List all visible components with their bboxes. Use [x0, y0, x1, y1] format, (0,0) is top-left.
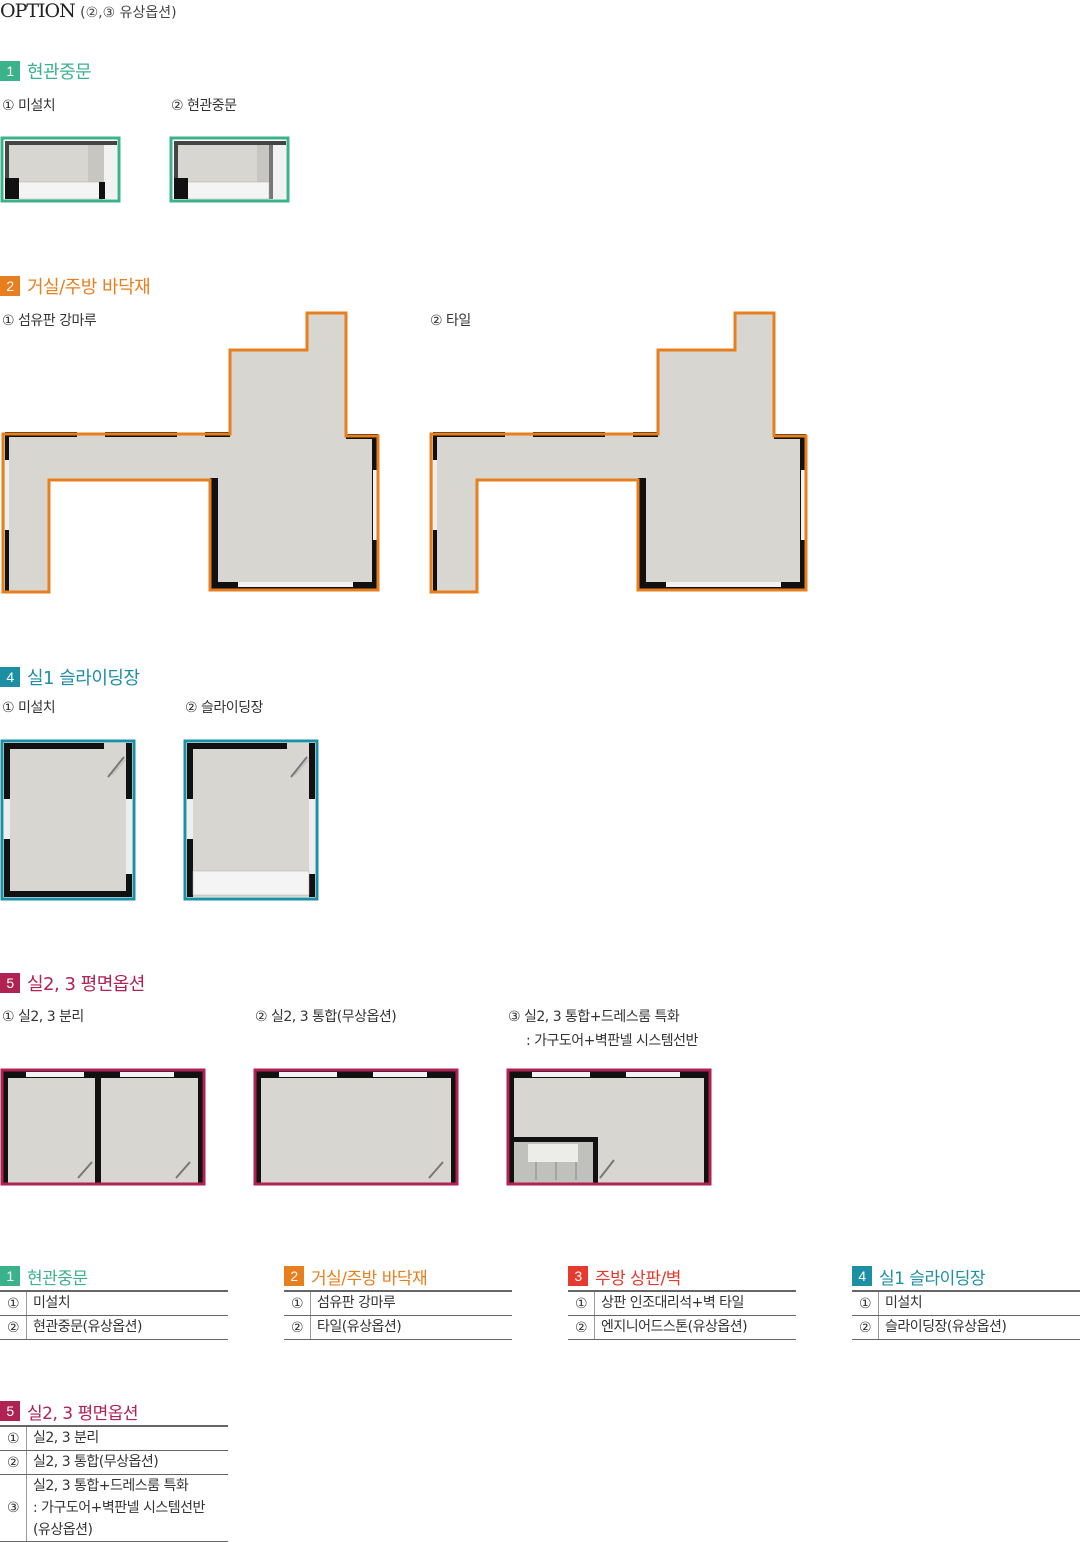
s2-option-1-caption: ① 섬유판 강마루	[2, 313, 97, 329]
option-title: OPTION	[0, 0, 76, 22]
section-label: 실1 슬라이딩장	[27, 668, 140, 689]
legend-row-num: ②	[852, 1316, 879, 1339]
legend-number: 3	[568, 1266, 588, 1286]
legend-row-text: 슬라이딩장(유상옵션)	[885, 1319, 1007, 1335]
legend-row-text: 실2, 3 통합+드레스룸 특화 : 가구도어+벽판넬 시스템선반 (유상옵션)	[27, 1475, 205, 1541]
legend-row: ① 실2, 3 분리	[0, 1425, 228, 1450]
s5-option-2-caption: ② 실2, 3 통합(무상옵션)	[255, 1009, 397, 1025]
legend-row: ① 상판 인조대리석+벽 타일	[568, 1290, 796, 1315]
s1-plan-2	[169, 136, 290, 203]
legend-row-line-2: : 가구도어+벽판넬 시스템선반	[33, 1500, 205, 1516]
s4-plan-1	[0, 739, 136, 901]
legend-1: 1 현관중문 ① 미설치 ② 현관중문(유상옵션)	[0, 1262, 228, 1340]
legend-row-line-1: 실2, 3 통합+드레스룸 특화	[33, 1478, 189, 1494]
section-1-title: 1 현관중문	[0, 58, 92, 84]
legend-row-text: 현관중문(유상옵션)	[33, 1319, 142, 1335]
legend-label: 주방 상판/벽	[595, 1268, 681, 1289]
legend-2-title: 2 거실/주방 바닥재	[284, 1262, 512, 1290]
section-number: 4	[0, 667, 20, 687]
legend-label: 실2, 3 평면옵션	[27, 1403, 139, 1424]
s5-option-3-caption: ③ 실2, 3 통합+드레스룸 특화	[508, 1009, 680, 1025]
legend-row-line-3: (유상옵션)	[33, 1522, 93, 1538]
page-header: OPTION (②,③ 유상옵션)	[0, 0, 177, 22]
section-label: 현관중문	[27, 62, 92, 83]
s1-option-1-caption: ① 미설치	[2, 98, 56, 114]
s5-option-1-caption: ① 실2, 3 분리	[2, 1009, 84, 1025]
legend-row-text: 미설치	[885, 1295, 923, 1311]
section-number: 2	[0, 276, 20, 296]
section-5-title: 5 실2, 3 평면옵션	[0, 970, 145, 996]
s2-option-2-caption: ② 타일	[430, 313, 471, 329]
legend-5-title: 5 실2, 3 평면옵션	[0, 1397, 228, 1425]
legend-5: 5 실2, 3 평면옵션 ① 실2, 3 분리 ② 실2, 3 통합(무상옵션) ③…	[0, 1397, 228, 1542]
legend-row: ② 타일(유상옵션)	[284, 1315, 512, 1340]
s4-option-1-caption: ① 미설치	[2, 700, 56, 716]
section-number: 5	[0, 973, 20, 993]
s5-plan-1	[0, 1068, 206, 1186]
legend-row: ② 현관중문(유상옵션)	[0, 1315, 228, 1340]
legend-row-num: ①	[568, 1292, 595, 1315]
legend-row-num: ②	[0, 1451, 27, 1474]
s5-plan-2	[253, 1068, 459, 1186]
legend-row-num: ①	[284, 1292, 311, 1315]
legend-row: ② 실2, 3 통합(무상옵션)	[0, 1450, 228, 1474]
legend-row-num: ①	[0, 1427, 27, 1450]
legend-row-num: ①	[0, 1292, 27, 1315]
legend-row-text: 타일(유상옵션)	[317, 1319, 402, 1335]
s4-option-2-caption: ② 슬라이딩장	[185, 700, 263, 716]
section-2-title: 2 거실/주방 바닥재	[0, 273, 151, 299]
legend-row-text: 실2, 3 분리	[33, 1430, 99, 1446]
s5-option-3-subcaption: : 가구도어+벽판넬 시스템선반	[526, 1033, 698, 1049]
legend-row-num: ②	[568, 1316, 595, 1339]
s5-plan-3	[506, 1068, 712, 1186]
legend-row-num: ①	[852, 1292, 879, 1315]
legend-row-text: 섬유판 강마루	[317, 1295, 396, 1311]
legend-number: 5	[0, 1401, 20, 1421]
legend-3: 3 주방 상판/벽 ① 상판 인조대리석+벽 타일 ② 엔지니어드스톤(유상옵션)	[568, 1262, 796, 1340]
legend-row-num: ②	[0, 1316, 27, 1339]
legend-label: 현관중문	[27, 1268, 88, 1289]
legend-row: ③ 실2, 3 통합+드레스룸 특화 : 가구도어+벽판넬 시스템선반 (유상옵…	[0, 1474, 228, 1542]
legend-row-text: 상판 인조대리석+벽 타일	[601, 1295, 744, 1311]
legend-row: ① 미설치	[0, 1290, 228, 1315]
section-label: 실2, 3 평면옵션	[27, 974, 145, 995]
legend-row-text: 엔지니어드스톤(유상옵션)	[601, 1319, 748, 1335]
legend-4: 4 실1 슬라이딩장 ① 미설치 ② 슬라이딩장(유상옵션)	[852, 1262, 1080, 1340]
legend-row: ② 슬라이딩장(유상옵션)	[852, 1315, 1080, 1340]
legend-1-title: 1 현관중문	[0, 1262, 228, 1290]
option-note: (②,③ 유상옵션)	[80, 5, 177, 21]
s4-plan-2	[183, 739, 319, 901]
legend-row: ① 섬유판 강마루	[284, 1290, 512, 1315]
legend-row: ② 엔지니어드스톤(유상옵션)	[568, 1315, 796, 1340]
legend-2: 2 거실/주방 바닥재 ① 섬유판 강마루 ② 타일(유상옵션)	[284, 1262, 512, 1340]
section-number: 1	[0, 61, 20, 81]
legend-row-text: 실2, 3 통합(무상옵션)	[33, 1454, 159, 1470]
s1-option-2-caption: ② 현관중문	[171, 98, 237, 114]
legend-label: 실1 슬라이딩장	[879, 1268, 986, 1289]
legend-4-title: 4 실1 슬라이딩장	[852, 1262, 1080, 1290]
legend-row: ① 미설치	[852, 1290, 1080, 1315]
s2-plan-1	[1, 311, 380, 594]
legend-number: 1	[0, 1266, 20, 1286]
legend-row-text: 미설치	[33, 1295, 71, 1311]
legend-number: 4	[852, 1266, 872, 1286]
s1-plan-1	[0, 136, 121, 203]
legend-3-title: 3 주방 상판/벽	[568, 1262, 796, 1290]
legend-number: 2	[284, 1266, 304, 1286]
legend-row-num: ③	[0, 1475, 27, 1541]
legend-row-num: ②	[284, 1316, 311, 1339]
legend-label: 거실/주방 바닥재	[311, 1268, 428, 1289]
s2-plan-2	[429, 311, 808, 594]
section-label: 거실/주방 바닥재	[27, 277, 151, 298]
section-4-title: 4 실1 슬라이딩장	[0, 664, 140, 690]
